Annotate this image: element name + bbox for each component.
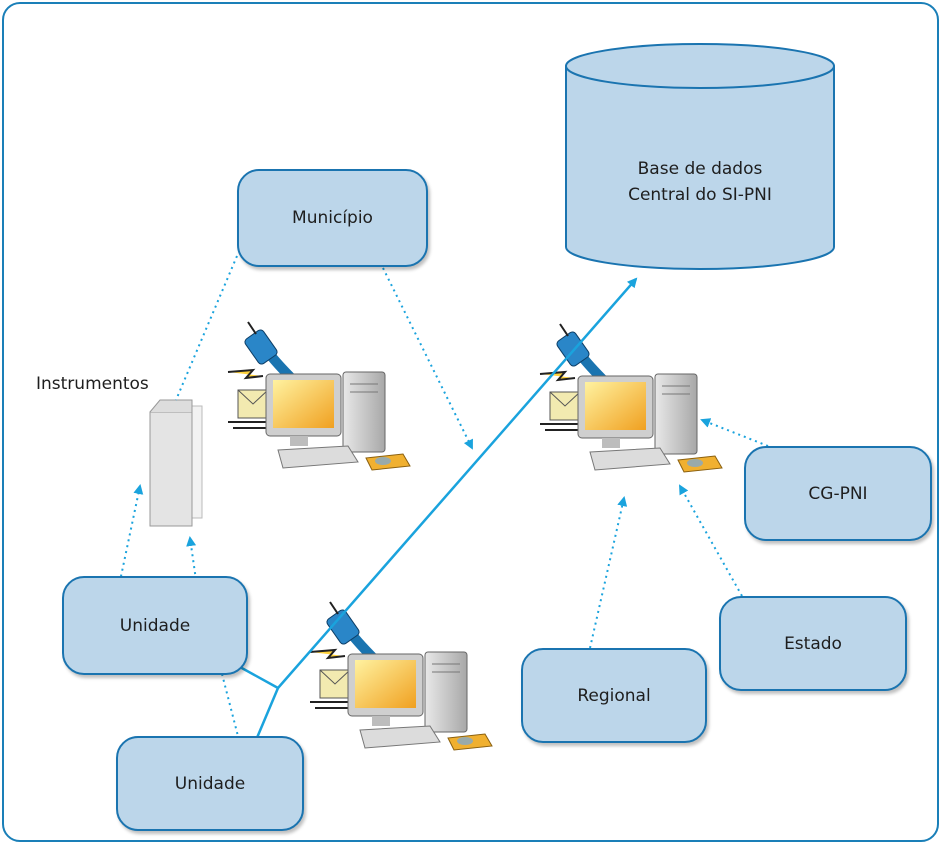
connector-unidade-unidade <box>221 673 241 745</box>
computer-icon-municipio <box>228 322 410 470</box>
node-municipio: Município <box>237 169 428 267</box>
database-label: Base de dados Central do SI-PNI <box>600 156 800 208</box>
node-unidade-1: Unidade <box>62 576 248 675</box>
database-label-line1: Base de dados <box>637 159 763 179</box>
diagram-frame <box>2 2 939 842</box>
node-cg-pni: CG-PNI <box>744 446 932 541</box>
connector-cgpni <box>700 418 769 447</box>
database-label-line2: Central do SI-PNI <box>628 185 772 205</box>
node-estado: Estado <box>719 596 907 691</box>
document-stack-icon <box>149 399 203 527</box>
computer-icon-unidade <box>310 602 492 750</box>
database-icon <box>565 43 835 270</box>
connector-estado <box>679 484 743 597</box>
computer-icon-central <box>540 324 722 472</box>
connector-unidade-instrumentos-2 <box>186 536 197 581</box>
instrumentos-label: Instrumentos <box>36 374 149 394</box>
node-unidade-2: Unidade <box>116 736 304 831</box>
connector-regional <box>589 496 628 649</box>
connector-municipio-instrumentos <box>175 255 238 401</box>
node-regional: Regional <box>521 648 707 743</box>
connector-municipio-line <box>382 267 473 450</box>
